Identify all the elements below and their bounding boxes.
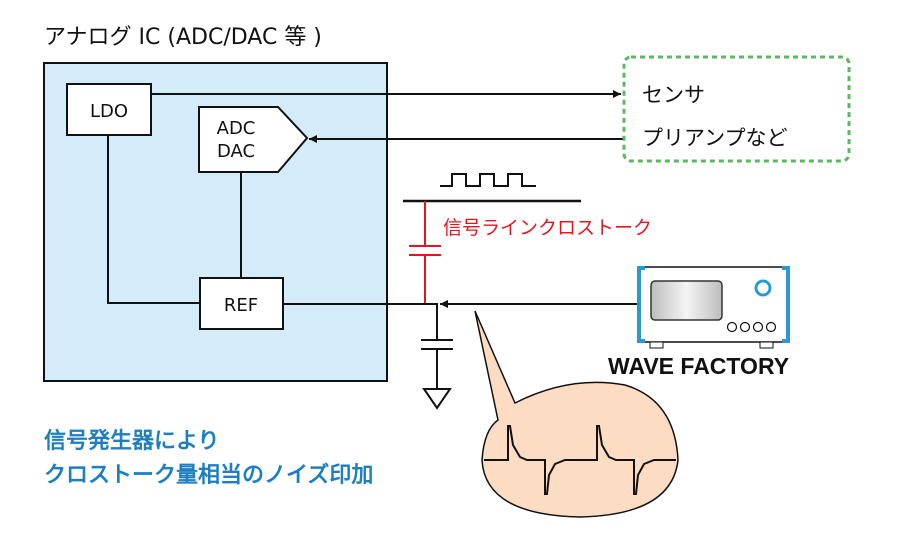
ground-icon — [422, 388, 452, 410]
ldo-to-ref-wire — [107, 135, 200, 304]
preamp-label: プリアンプなど — [642, 126, 788, 150]
ref-label: REF — [224, 295, 258, 316]
dac-label: DAC — [217, 141, 255, 162]
adc-dac-block — [198, 106, 309, 173]
waveform-bubble — [474, 310, 679, 518]
noise-spike-waveform — [484, 425, 676, 495]
caption-line-1: 信号発生器により — [44, 428, 220, 454]
signal-generator-icon — [637, 266, 790, 349]
crosstalk-label: 信号ラインクロストーク — [443, 217, 652, 239]
diagram-title: アナログ IC (ADC/DAC 等 ) — [44, 25, 322, 50]
crosstalk-capacitor — [409, 201, 441, 304]
ldo-label: LDO — [90, 101, 128, 122]
caption-line-2: クロストーク量相当のノイズ印加 — [44, 462, 373, 488]
ref-block — [199, 277, 284, 330]
generator-label: WAVE FACTORY — [608, 353, 789, 379]
adc-label: ADC — [217, 118, 256, 139]
square-wave-icon — [440, 173, 536, 187]
sensor-label: センサ — [642, 83, 705, 107]
decoupling-capacitor — [421, 304, 453, 389]
sensor-preamp-box — [622, 55, 851, 163]
ldo-block — [66, 83, 152, 136]
